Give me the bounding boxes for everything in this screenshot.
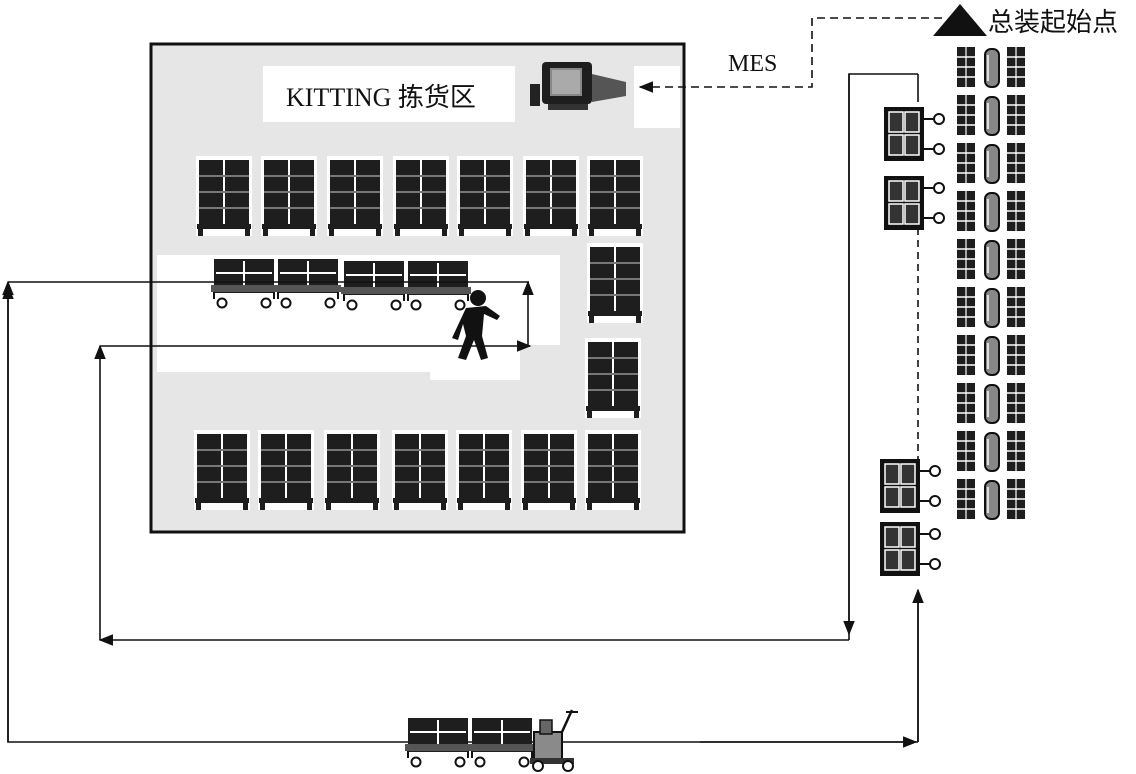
rack	[522, 155, 580, 237]
cart	[404, 717, 472, 768]
rack	[392, 155, 450, 237]
rack	[455, 429, 513, 511]
loop-path	[8, 280, 534, 352]
line-unit	[954, 380, 1026, 426]
assembly-start-label: 总装起始点	[988, 8, 1118, 37]
line-side-carts	[879, 106, 945, 577]
rack	[195, 155, 253, 237]
line-unit	[954, 428, 1026, 474]
rack	[391, 429, 449, 511]
flow-paths	[2, 73, 924, 748]
cart	[879, 458, 941, 514]
line-unit	[954, 284, 1026, 330]
line-unit	[954, 476, 1026, 522]
line-unit	[954, 236, 1026, 282]
cart	[883, 106, 945, 162]
line-unit	[954, 140, 1026, 186]
rack	[193, 429, 251, 511]
rack-row-top	[195, 155, 644, 237]
kitting-zone-label: KITTING 拣货区	[286, 83, 476, 112]
cart	[468, 717, 536, 768]
rack	[584, 429, 642, 511]
rack	[326, 155, 384, 237]
mes-label: MES	[728, 51, 777, 77]
rack	[323, 429, 381, 511]
rack	[584, 337, 642, 419]
line-unit	[954, 188, 1026, 234]
line-unit	[954, 332, 1026, 378]
rack	[257, 429, 315, 511]
line-unit	[954, 44, 1026, 90]
tugger-train	[404, 709, 578, 772]
cart	[879, 521, 941, 577]
cart	[883, 175, 945, 231]
mes-link	[638, 17, 942, 93]
rack	[520, 429, 578, 511]
rack	[456, 155, 514, 237]
rack	[586, 242, 644, 324]
line-unit	[954, 92, 1026, 138]
assembly-line	[954, 44, 1026, 522]
rack	[260, 155, 318, 237]
tugger-icon	[530, 709, 578, 772]
rack-row-bottom	[193, 429, 642, 511]
triangle-marker-icon	[933, 4, 987, 36]
rack	[586, 155, 644, 237]
computer-icon	[530, 62, 626, 110]
